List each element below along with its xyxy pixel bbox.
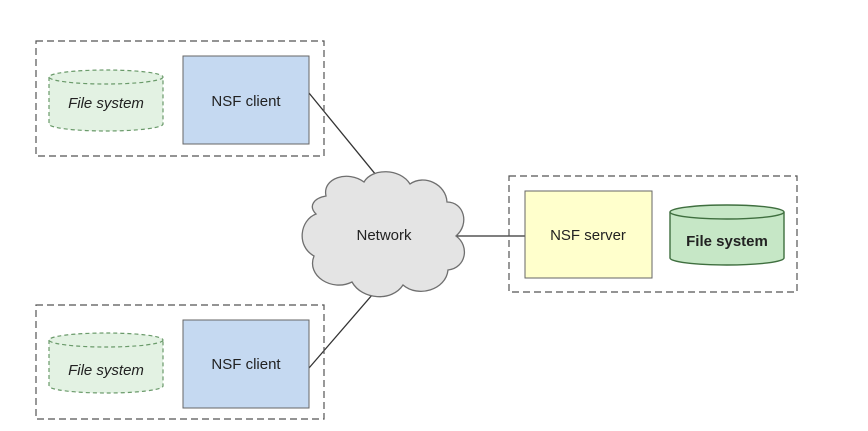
nsf-client-box	[182, 55, 310, 145]
cylinder-icon	[48, 340, 164, 394]
nsf-server-label: NSF server	[550, 227, 626, 244]
client-group-top-border	[35, 40, 325, 157]
server-group-border	[508, 175, 798, 293]
cloud-icon	[301, 171, 466, 298]
cylinder-icon	[669, 212, 785, 266]
file-system-label: File system	[68, 362, 144, 379]
client-group-bottom-border	[35, 304, 325, 420]
nsf-client-box	[182, 319, 310, 409]
server-group: NSF server File system	[508, 175, 798, 293]
nsf-server-box	[524, 190, 653, 279]
cylinder-top	[669, 204, 785, 220]
network-cloud: Network	[301, 171, 466, 298]
file-system-label: File system	[686, 233, 768, 250]
client-group-bottom: File system NSF client	[35, 304, 325, 420]
cylinder-icon	[48, 77, 164, 132]
cylinder-top	[48, 332, 164, 348]
nsf-client-label: NSF client	[211, 93, 281, 110]
file-system-local-bottom: File system	[48, 332, 164, 394]
client-group-top: File system NSF client	[35, 40, 325, 157]
file-system-local-top: File system	[48, 69, 164, 132]
link-top-client-network	[308, 92, 386, 187]
nsf-client-bottom: NSF client	[182, 319, 310, 409]
nsf-server: NSF server	[524, 190, 653, 279]
nsf-client-top: NSF client	[182, 55, 310, 145]
network-label: Network	[356, 227, 412, 244]
nsf-client-label: NSF client	[211, 356, 281, 373]
file-system-label: File system	[68, 95, 144, 112]
file-system-server: File system	[669, 204, 785, 266]
cylinder-top	[48, 69, 164, 85]
